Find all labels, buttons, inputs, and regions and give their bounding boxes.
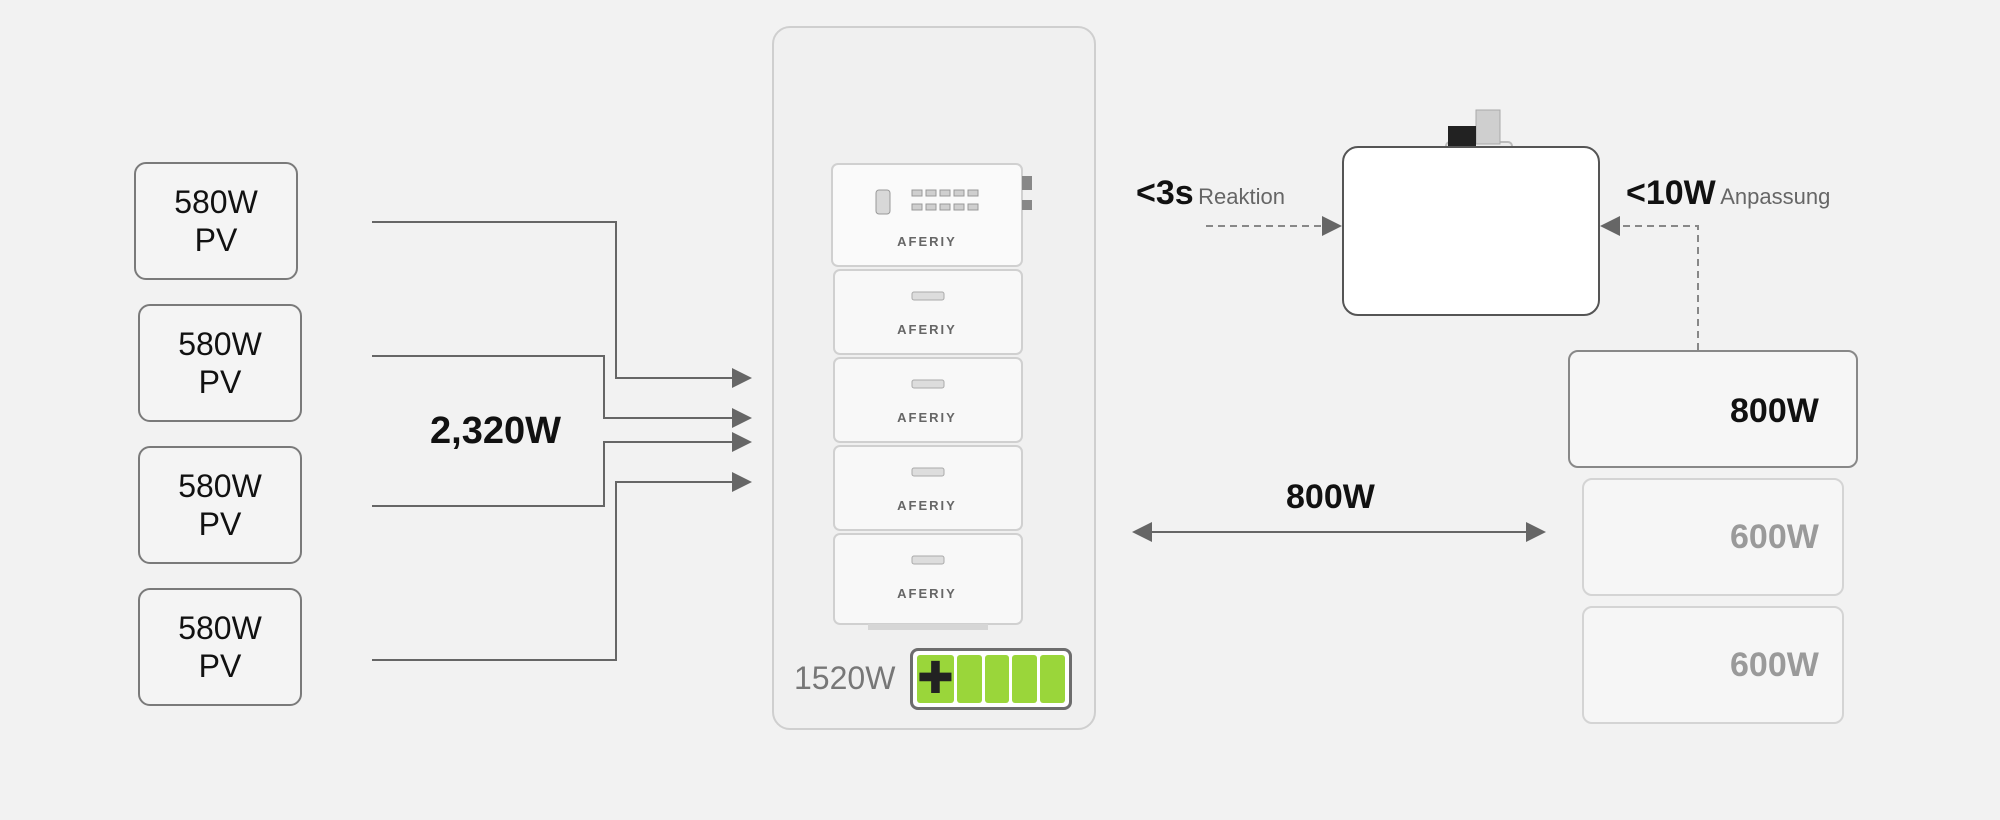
pv-panel-4: 580W PV <box>138 588 302 706</box>
response-time: <3s Reaktion <box>1136 174 1285 213</box>
adjust-precision: <10W Anpassung <box>1626 174 1830 213</box>
brand-label: AFERIY <box>897 498 957 513</box>
meter-dashed-lines <box>1206 216 1699 350</box>
pv-panel-1: 580W PV <box>134 162 298 280</box>
smart-meter-box <box>1342 146 1600 316</box>
brand-label: AFERIY <box>897 586 957 601</box>
pv-label: PV <box>198 364 242 400</box>
pv-connectors <box>372 221 752 661</box>
appliance-fridge <box>1582 606 1844 724</box>
appliance-washing-machine <box>1582 478 1844 596</box>
pv-power: 580W <box>178 468 262 504</box>
brand-label: AFERIY <box>897 234 957 249</box>
charging-power: 1520W <box>794 660 896 696</box>
brand-label: AFERIY <box>897 410 957 425</box>
appliance-power: 600W <box>1730 518 1819 556</box>
pv-power: 580W <box>174 184 258 220</box>
battery-stack-icon: AFERIY AFERIY AFERIY AFERIY AFERIY <box>831 163 1032 630</box>
adjust-label: Anpassung <box>1720 184 1831 209</box>
pv-label: PV <box>198 506 242 542</box>
battery-cell <box>956 655 982 703</box>
output-power-label: 800W <box>1286 478 1375 516</box>
battery-level-indicator: ✚ <box>910 648 1072 710</box>
plus-icon: ✚ <box>917 654 954 703</box>
response-value: <3s <box>1136 174 1194 212</box>
pv-power: 580W <box>178 326 262 362</box>
appliance-power: 800W <box>1730 392 1819 430</box>
pv-power: 580W <box>178 610 262 646</box>
battery-cell <box>984 655 1010 703</box>
pv-panel-2: 580W PV <box>138 304 302 422</box>
response-label: Reaktion <box>1198 184 1285 209</box>
brand-label: AFERIY <box>897 322 957 337</box>
pv-label: PV <box>194 222 238 258</box>
pv-label: PV <box>198 648 242 684</box>
appliance-power: 600W <box>1730 646 1819 684</box>
battery-cell <box>1040 655 1065 703</box>
total-input-label: 2,320W <box>430 410 561 452</box>
appliance-microwave <box>1568 350 1858 468</box>
pv-panel-3: 580W PV <box>138 446 302 564</box>
battery-cell <box>1012 655 1038 703</box>
adjust-value: <10W <box>1626 174 1716 212</box>
